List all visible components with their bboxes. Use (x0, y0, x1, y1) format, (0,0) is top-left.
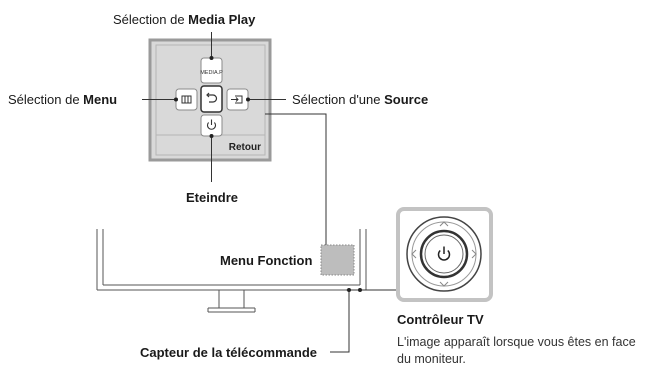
menu-function-callout: Menu Fonction (220, 253, 313, 268)
controller-direction-icons (411, 221, 477, 287)
remote-sensor-callout: Capteur de la télécommande (140, 345, 317, 360)
menu-button[interactable] (175, 88, 198, 111)
return-arrow-icon (206, 92, 218, 103)
source-input-icon (231, 95, 243, 104)
media-play-button-label: MEDIA.P (200, 70, 223, 76)
return-label: Retour (229, 142, 261, 153)
power-button[interactable] (200, 114, 223, 137)
tv-controller-title: Contrôleur TV (397, 312, 484, 327)
source-callout: Sélection d'une Source (292, 92, 429, 107)
media-play-callout: Sélection de Media Play (113, 12, 256, 27)
menu-grid-icon (181, 95, 192, 104)
menu-function-area (320, 244, 355, 276)
tv-outline (96, 229, 367, 313)
return-button[interactable] (200, 85, 223, 113)
power-off-callout: Eteindre (186, 190, 239, 205)
menu-callout: Sélection de Menu (8, 92, 118, 107)
leader-lines (142, 32, 398, 353)
controller-power-icon (437, 246, 451, 261)
tv-controller-note: L'image apparaît lorsque vous êtes en fa… (397, 335, 636, 366)
leader-dots (174, 56, 362, 292)
power-icon (206, 119, 217, 130)
